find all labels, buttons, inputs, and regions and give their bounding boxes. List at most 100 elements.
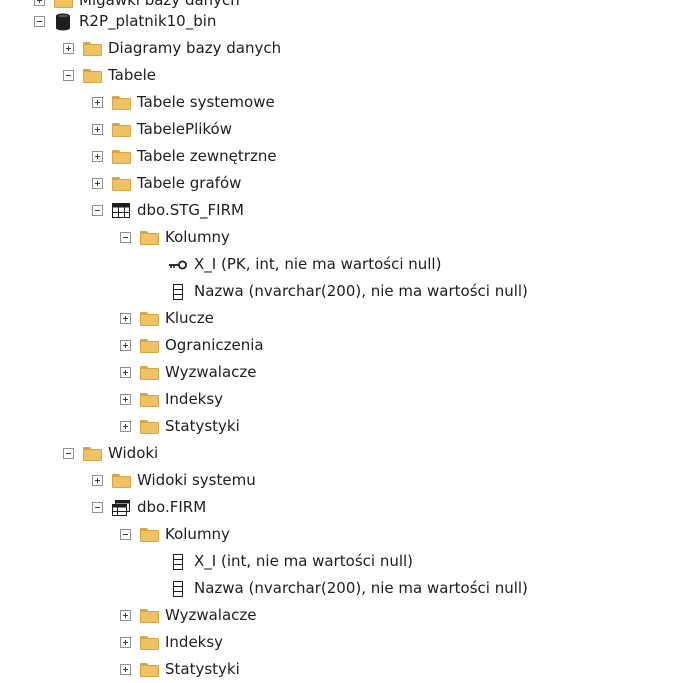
database-icon	[53, 13, 73, 30]
tree-node-label: Widoki	[108, 444, 159, 462]
expand-icon[interactable]	[92, 124, 103, 135]
folder-icon	[139, 392, 159, 408]
tree-node-label: Wyzwalacze	[165, 363, 257, 381]
folder-icon	[139, 662, 159, 678]
table-icon	[111, 203, 131, 219]
expand-icon[interactable]	[120, 313, 131, 324]
folder-icon	[139, 311, 159, 327]
expand-icon[interactable]	[92, 151, 103, 162]
folder-icon	[82, 68, 102, 84]
expand-icon[interactable]	[120, 421, 131, 432]
tree-node-system-tables[interactable]: Tabele systemowe	[92, 89, 275, 116]
view-icon	[111, 499, 131, 516]
tree-node-views[interactable]: Widoki	[63, 440, 158, 467]
tree-node-label: Klucze	[165, 309, 214, 327]
folder-icon	[111, 473, 131, 489]
folder-icon	[139, 608, 159, 624]
tree-node-label: Nazwa (nvarchar(200), nie ma wartości nu…	[194, 579, 528, 597]
collapse-icon[interactable]	[34, 16, 45, 27]
expand-icon[interactable]	[120, 610, 131, 621]
tree-node-label: Tabele systemowe	[137, 93, 275, 111]
tree-node-label: Migawki bazy danych	[79, 0, 240, 9]
folder-icon	[139, 365, 159, 381]
collapse-icon[interactable]	[92, 502, 103, 513]
folder-icon	[111, 95, 131, 111]
expand-icon[interactable]	[120, 367, 131, 378]
expand-icon[interactable]	[34, 0, 45, 6]
tree-node-triggers[interactable]: Wyzwalacze	[120, 359, 257, 386]
tree-node-tables[interactable]: Tabele	[63, 62, 156, 89]
tree-node-label: dbo.STG_FIRM	[137, 201, 244, 219]
tree-node-file-tables[interactable]: TabelePlików	[92, 116, 232, 143]
folder-icon	[139, 338, 159, 354]
tree-node-view-firm[interactable]: dbo.FIRM	[92, 494, 206, 521]
collapse-icon[interactable]	[92, 205, 103, 216]
folder-icon	[139, 230, 159, 246]
tree-node-label: Indeksy	[165, 633, 224, 651]
folder-icon	[111, 176, 131, 192]
expand-icon[interactable]	[92, 178, 103, 189]
collapse-icon[interactable]	[120, 232, 131, 243]
folder-icon	[53, 0, 73, 9]
tree-node-label: Kolumny	[165, 525, 230, 543]
tree-node-label: R2P_platnik10_bin	[79, 12, 217, 30]
tree-node-label: Tabele zewnętrzne	[137, 147, 277, 165]
tree-node-system-views[interactable]: Widoki systemu	[92, 467, 256, 494]
tree-node-external-tables[interactable]: Tabele zewnętrzne	[92, 143, 277, 170]
tree-node-database[interactable]: R2P_platnik10_bin	[34, 8, 216, 35]
tree-node-table-columns[interactable]: Kolumny	[120, 224, 230, 251]
column-icon	[168, 283, 188, 300]
folder-icon	[139, 635, 159, 651]
tree-node-label: Ograniczenia	[165, 336, 264, 354]
folder-icon	[82, 41, 102, 57]
folder-icon	[111, 122, 131, 138]
column-icon	[168, 553, 188, 570]
tree-node-triggers[interactable]: Wyzwalacze	[120, 602, 257, 629]
folder-icon	[111, 149, 131, 165]
tree-node-statistics[interactable]: Statystyki	[120, 656, 240, 683]
tree-node-label: dbo.FIRM	[137, 498, 207, 516]
expand-icon[interactable]	[92, 97, 103, 108]
tree-node-label: Nazwa (nvarchar(200), nie ma wartości nu…	[194, 282, 528, 300]
tree-node-column[interactable]: Nazwa (nvarchar(200), nie ma wartości nu…	[149, 278, 528, 305]
collapse-icon[interactable]	[120, 529, 131, 540]
tree-node-column-pk[interactable]: X_I (PK, int, nie ma wartości null)	[149, 251, 441, 278]
key-icon	[168, 257, 188, 273]
expand-icon[interactable]	[120, 340, 131, 351]
expand-icon[interactable]	[92, 475, 103, 486]
tree-node-label: Statystyki	[165, 417, 240, 435]
expand-icon[interactable]	[120, 664, 131, 675]
expand-icon[interactable]	[120, 637, 131, 648]
tree-node-diagrams[interactable]: Diagramy bazy danych	[63, 35, 281, 62]
tree-node-label: Diagramy bazy danych	[108, 39, 282, 57]
tree-node-statistics[interactable]: Statystyki	[120, 413, 240, 440]
tree-node-view-columns[interactable]: Kolumny	[120, 521, 230, 548]
tree-node-column[interactable]: Nazwa (nvarchar(200), nie ma wartości nu…	[149, 575, 528, 602]
tree-node-column[interactable]: X_I (int, nie ma wartości null)	[149, 548, 413, 575]
expand-icon[interactable]	[63, 43, 74, 54]
tree-node-label: X_I (int, nie ma wartości null)	[194, 552, 414, 570]
folder-icon	[139, 527, 159, 543]
tree-node-label: Tabele grafów	[137, 174, 242, 192]
tree-node-indexes[interactable]: Indeksy	[120, 386, 223, 413]
tree-node-label: TabelePlików	[137, 120, 232, 138]
tree-node-table-stg-firm[interactable]: dbo.STG_FIRM	[92, 197, 244, 224]
tree-node-constraints[interactable]: Ograniczenia	[120, 332, 264, 359]
tree-node-label: Tabele	[108, 66, 157, 84]
tree-node-label: Wyzwalacze	[165, 606, 257, 624]
collapse-icon[interactable]	[63, 448, 74, 459]
tree-node-label: Kolumny	[165, 228, 230, 246]
folder-icon	[82, 446, 102, 462]
tree-node-keys[interactable]: Klucze	[120, 305, 214, 332]
tree-node-label: Indeksy	[165, 390, 224, 408]
tree-node-label: Statystyki	[165, 660, 240, 678]
column-icon	[168, 580, 188, 597]
tree-node-label: Widoki systemu	[137, 471, 256, 489]
tree-node-label: X_I (PK, int, nie ma wartości null)	[194, 255, 442, 273]
tree-node-indexes[interactable]: Indeksy	[120, 629, 223, 656]
tree-node-graph-tables[interactable]: Tabele grafów	[92, 170, 241, 197]
expand-icon[interactable]	[120, 394, 131, 405]
collapse-icon[interactable]	[63, 70, 74, 81]
tree-node-database-snapshots[interactable]: Migawki bazy danych	[34, 0, 240, 14]
folder-icon	[139, 419, 159, 435]
